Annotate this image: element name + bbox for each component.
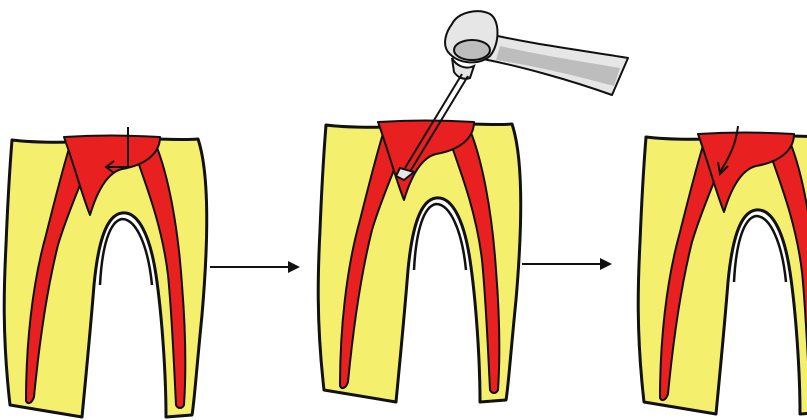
tooth-step-2 bbox=[318, 121, 521, 403]
tooth-step-1 bbox=[4, 127, 207, 417]
right-arrow-icon bbox=[522, 258, 612, 270]
tooth-step-3 bbox=[638, 126, 807, 414]
right-arrow-icon bbox=[210, 261, 300, 273]
